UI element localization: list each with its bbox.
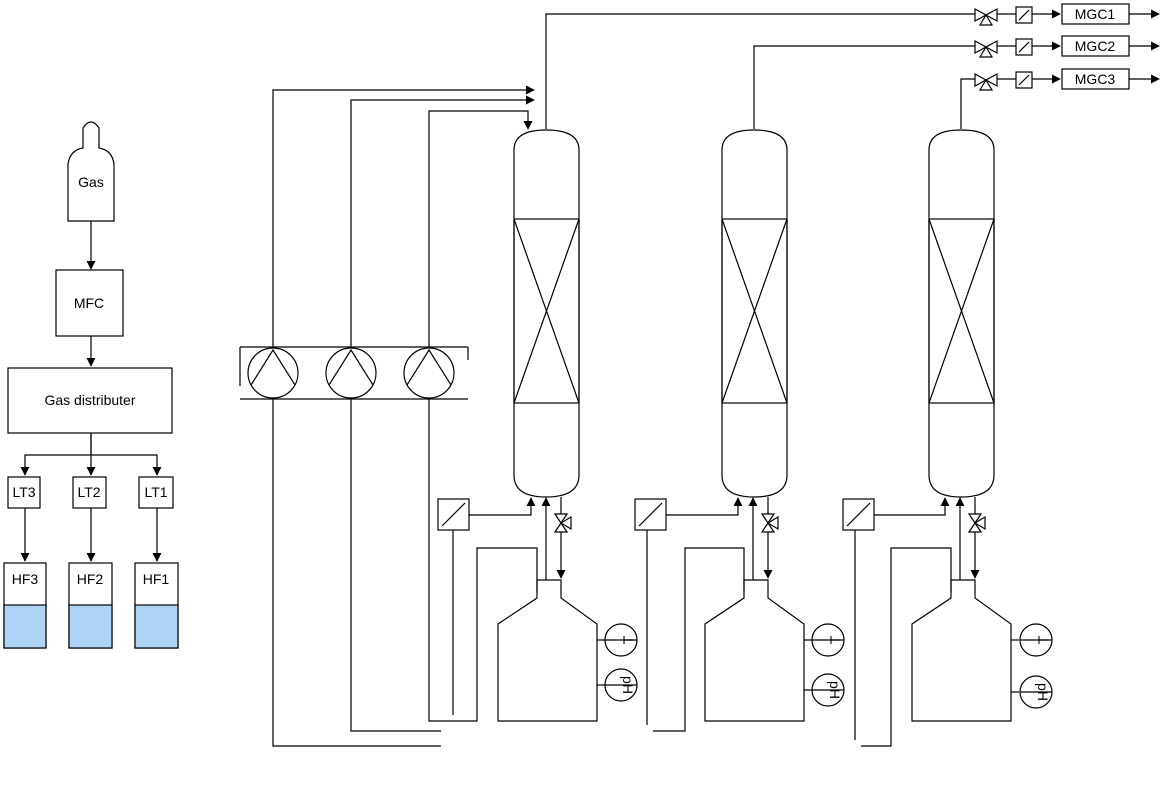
- column2-gas-outlet-line: [753, 45, 975, 129]
- hf3-label: HF3: [12, 571, 39, 587]
- filter-icon: [634, 498, 667, 531]
- ph-sensor-label: pH: [620, 676, 636, 694]
- sensor-icon: pH: [804, 673, 845, 707]
- ph-sensor-label: pH: [1035, 683, 1051, 701]
- hf2-label: HF2: [77, 571, 104, 587]
- pump3-suction-line: [428, 398, 459, 722]
- column-3: [928, 129, 995, 498]
- branch-lt1-line: [91, 454, 162, 476]
- mgc1-label: MGC1: [1075, 6, 1116, 22]
- distributer-branches: [20, 433, 162, 476]
- reactor-unit-1: T pH: [437, 129, 638, 722]
- filter-icon: [437, 498, 470, 531]
- pump-icon: [247, 347, 299, 399]
- pump-icon: [403, 347, 455, 399]
- pump2-suction-line: [350, 398, 441, 732]
- gas-distributer: Gas distributer: [7, 367, 173, 434]
- pump-rack: [239, 346, 469, 400]
- mgc3-label: MGC3: [1075, 71, 1116, 87]
- temperature-sensor-label: T: [1035, 635, 1051, 644]
- lt1-label: LT1: [144, 484, 167, 500]
- sensor-icon: T: [1011, 623, 1053, 657]
- pump1-discharge-line: [272, 85, 535, 348]
- hf3-liquid: [3, 604, 47, 649]
- hf2-liquid: [68, 604, 113, 649]
- reactor-unit-3: T pH: [842, 129, 1053, 747]
- outlet-train-1: MGC1: [974, 3, 1160, 26]
- outlet-train-3: MGC3: [974, 68, 1160, 91]
- pump1-suction-line: [272, 398, 441, 747]
- outlet-train-2: MGC2: [974, 35, 1160, 58]
- valve-icon: [974, 39, 998, 58]
- pump-icon: [325, 347, 377, 399]
- sensor-icon: T: [597, 623, 638, 657]
- gas-distributer-label: Gas distributer: [44, 392, 135, 408]
- filter3-to-column-line: [874, 497, 950, 516]
- packing-bed-2: [721, 218, 788, 404]
- hf1-liquid: [134, 604, 179, 649]
- lt-modules: LT3 LT2 LT1: [7, 476, 174, 509]
- valve-icon: [974, 7, 998, 26]
- lt1-box: [138, 476, 174, 509]
- gas-cylinder-icon: [67, 121, 115, 222]
- column1-gas-outlet-line: [545, 13, 975, 129]
- valve-icon: [553, 513, 572, 533]
- lt3-label: LT3: [12, 484, 35, 500]
- filter2-to-column-line: [666, 497, 743, 516]
- column-2: [721, 129, 788, 498]
- filter-icon: [842, 498, 875, 531]
- mfc: MFC: [55, 269, 124, 337]
- pump3-discharge-line: [428, 110, 533, 348]
- lt3-box: [7, 476, 41, 509]
- mfc-label: MFC: [74, 295, 104, 311]
- lt2-label: LT2: [77, 484, 100, 500]
- sensor-icon: T: [804, 623, 845, 657]
- temperature-sensor-label: T: [827, 635, 843, 644]
- hf-vessels: HF3 HF2 HF1: [3, 562, 179, 649]
- reactor-unit-2: T pH: [634, 129, 845, 732]
- tank2-recycle-line: [653, 547, 745, 732]
- valve-icon: [967, 513, 986, 533]
- gas-cylinder: Gas: [67, 121, 115, 222]
- mgc2-label: MGC2: [1075, 38, 1116, 54]
- sensor-icon: pH: [597, 668, 638, 702]
- mfc-box: [55, 269, 124, 337]
- filter-icon: [1015, 38, 1033, 56]
- filter-icon: [1015, 71, 1033, 89]
- column-1: [513, 129, 580, 498]
- gas-distributer-box: [7, 367, 173, 434]
- valve-icon: [760, 513, 779, 533]
- packing-bed-1: [513, 218, 580, 404]
- sensor-icon: pH: [1011, 675, 1053, 709]
- tank3-recycle-line: [861, 547, 952, 747]
- filter1-to-column-line: [469, 497, 536, 516]
- lt2-box: [72, 476, 107, 509]
- filter-icon: [1015, 6, 1033, 24]
- tank-3: [911, 579, 1012, 722]
- valve-icon: [974, 72, 998, 91]
- temperature-sensor-label: T: [620, 635, 636, 644]
- column3-gas-outlet-line: [960, 78, 975, 129]
- ph-sensor-label: pH: [827, 681, 843, 699]
- tank-1: [497, 579, 598, 722]
- tank1-recycle-line: [459, 547, 538, 722]
- packing-bed-3: [928, 218, 995, 404]
- pump2-discharge-line: [350, 95, 535, 348]
- tank-2: [704, 579, 805, 722]
- hf1-label: HF1: [143, 571, 170, 587]
- gas-label: Gas: [78, 174, 104, 190]
- branch-lt3-line: [20, 433, 92, 476]
